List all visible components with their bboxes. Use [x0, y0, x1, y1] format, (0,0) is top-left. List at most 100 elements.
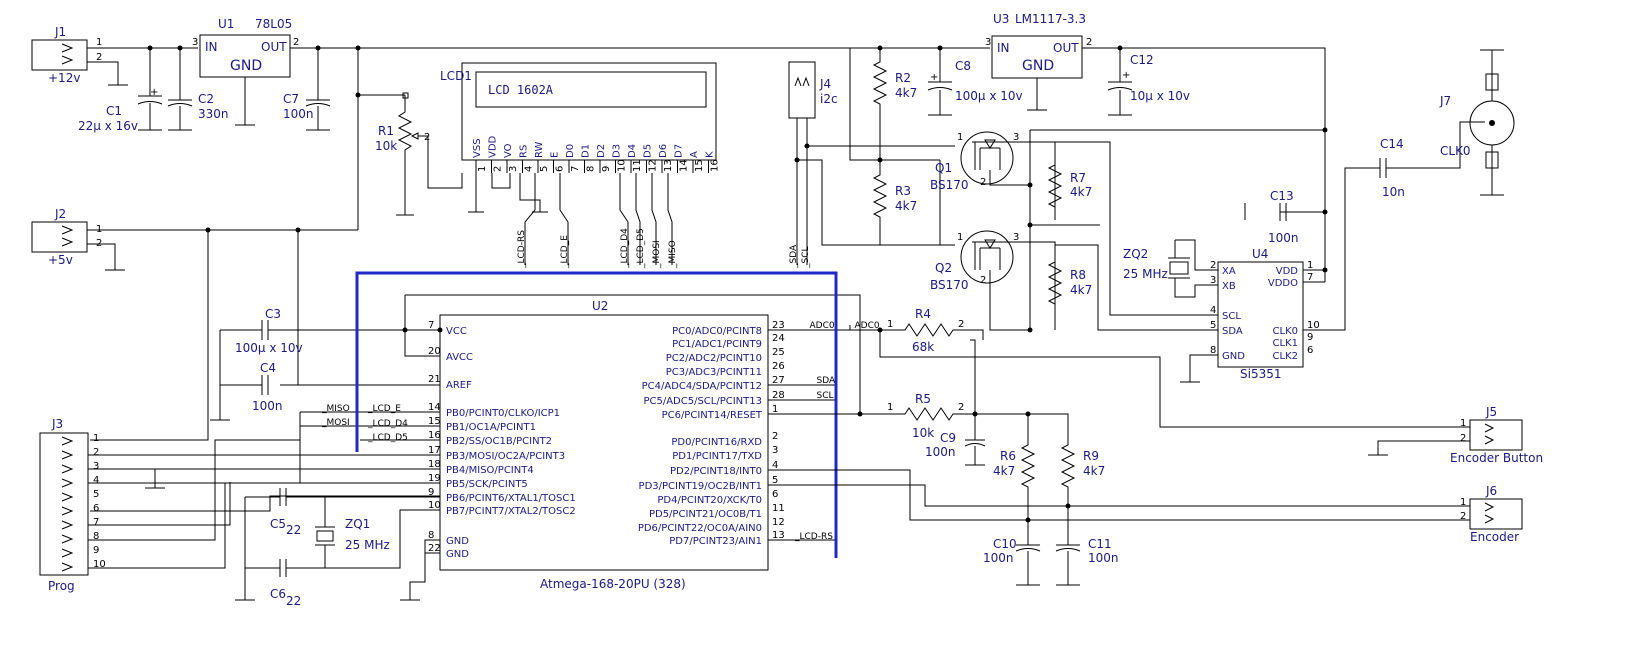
r7-value: 4k7	[1070, 185, 1092, 199]
lcd-pin-label: VDD	[488, 135, 499, 158]
u2-right-pin-label: PD0/PCINT16/RXD	[671, 437, 762, 448]
c3-capacitor: C3 100µ x 10v	[220, 307, 303, 355]
u2-atmega: U2 Atmega-168-20PU (328) VCC7AVCC20AREF2…	[428, 299, 785, 591]
r3-ref: R3	[895, 184, 911, 198]
r6-ref: R6	[1000, 449, 1016, 463]
lcd1-text: LCD 1602A	[488, 83, 554, 97]
lcd-pin-number: 1	[477, 166, 488, 172]
c8-value: 100µ x 10v	[955, 89, 1023, 103]
j4-connector: J4 i2c	[788, 61, 838, 119]
net-scl-w: _SCL	[811, 391, 834, 401]
u2-right-pin-label: PC4/ADC4/SDA/PCINT12	[642, 381, 762, 392]
lcd-pin-label: D5	[643, 144, 654, 158]
u2-left-pin-number: 8	[428, 530, 434, 541]
j3-pin-contact	[61, 562, 74, 572]
c8-ref: C8	[955, 59, 971, 73]
lcd1-ref: LCD1	[440, 69, 472, 83]
u2-left-pin-label: PB3/MOSI/OC2A/PCINT3	[446, 451, 565, 462]
j3-pin-contact	[61, 436, 74, 446]
net-miso-w: _MISO	[321, 404, 350, 414]
c3-value: 100µ x 10v	[235, 341, 303, 355]
u4-right-pin-number: 6	[1307, 345, 1313, 356]
u2-right-pin-number: 2	[772, 431, 778, 442]
u2-right-pin-label: PC1/ADC1/PCINT9	[672, 339, 762, 350]
u2-left-pin-label: GND	[446, 536, 469, 547]
c9-ref: C9	[940, 431, 956, 445]
j3-pin-number: 8	[93, 531, 99, 542]
lcd-pin-number: 11	[632, 159, 643, 172]
u1-in: IN	[205, 40, 218, 54]
c10-capacitor: C10 100n	[983, 520, 1041, 586]
j2-label: +5v	[48, 253, 73, 267]
c11-ref: C11	[1088, 537, 1112, 551]
lcd-pin-number: 7	[570, 166, 581, 172]
lcd-pin-number: 13	[663, 159, 674, 172]
u2-right-pin-label: PD6/PCINT22/OC0A/AIN0	[638, 523, 762, 534]
j3-pin-contact	[61, 464, 74, 474]
u3-value: LM1117-3.3	[1015, 12, 1086, 26]
j3-pin-number: 10	[93, 559, 106, 570]
c5-ref: C5	[270, 517, 286, 531]
u2-right-pin-number: 25	[772, 347, 785, 358]
u4-left-pin-number: 5	[1210, 320, 1216, 331]
u2-left-pin-label: PB4/MISO/PCINT4	[446, 465, 534, 476]
j4-label: i2c	[820, 92, 838, 106]
u2-left-pin-number: 9	[428, 487, 434, 498]
net-lcd-e: _LCD_E	[560, 235, 570, 269]
r2-ref: R2	[895, 71, 911, 85]
lcd1-display: LCD1 LCD 1602A VSS1VDD2VO3RS4RW5E6D07D18…	[440, 62, 721, 173]
c12-capacitor: + C12 10µ x 10v	[1107, 48, 1190, 116]
u1-value: 78L05	[255, 17, 292, 31]
u2-left-pin-label: AVCC	[446, 352, 473, 363]
u4-right-pin-number: 10	[1307, 320, 1320, 331]
j1-label: +12v	[48, 71, 80, 85]
svg-text:1: 1	[887, 319, 893, 330]
svg-text:2: 2	[1460, 433, 1466, 444]
j3-pin-contact	[61, 548, 74, 558]
u2-right-pin-number: 4	[772, 460, 778, 471]
u4-left-pin-label: XB	[1222, 281, 1236, 292]
u4-left-pin-label: GND	[1222, 351, 1245, 362]
lcd-pin-label: E	[550, 152, 561, 158]
u4-si5351: U4 Si5351 XA2XB3SCL4SDA5GND8VDD1VDDO7CLK…	[1210, 247, 1320, 381]
svg-text:2: 2	[1460, 511, 1466, 522]
u2-right-pin-number: 13	[772, 530, 785, 541]
c9-value: 100n	[925, 445, 956, 459]
svg-text:2: 2	[96, 52, 102, 63]
r1-value: 10k	[375, 139, 397, 153]
u4-left-pin-label: XA	[1222, 266, 1236, 277]
lcd-pin-label: D7	[674, 144, 685, 158]
lcd-pin-number: 14	[679, 159, 690, 172]
c6-value: 22	[286, 594, 301, 608]
lcd-pin-label: A	[689, 151, 700, 158]
zq2-ref: ZQ2	[1123, 247, 1148, 261]
c14-value: 10n	[1382, 185, 1405, 199]
u2-left-pin-label: PB2/SS/OC1B/PCINT2	[446, 436, 552, 447]
net-lcd-rs-w: _LCD-RS	[794, 532, 833, 542]
lcd-pin-number: 16	[710, 159, 721, 172]
c13-ref: C13	[1270, 189, 1294, 203]
j6-ref: J6	[1485, 484, 1497, 498]
c4-ref: C4	[260, 361, 276, 375]
r7-resistor: R7 4k7	[1047, 142, 1092, 215]
r4-value: 68k	[912, 340, 934, 354]
j3-ref: J3	[51, 417, 63, 431]
svg-text:2: 2	[958, 319, 964, 330]
svg-text:+: +	[1122, 70, 1130, 81]
u2-right-pin-label: PD5/PCINT21/OC0B/T1	[649, 509, 762, 520]
r3-value: 4k7	[895, 199, 917, 213]
j5-label: Encoder Button	[1450, 451, 1543, 465]
zq1-ref: ZQ1	[345, 517, 370, 531]
j3-pin-contact	[61, 520, 74, 530]
r8-resistor: R8 4k7	[1047, 242, 1092, 330]
c1-capacitor: + C1 22µ x 16v	[78, 48, 163, 133]
u2-left-pin-number: 7	[428, 320, 434, 331]
c12-value: 10µ x 10v	[1130, 89, 1190, 103]
c3-ref: C3	[265, 307, 281, 321]
lcd-pin-label: D3	[612, 144, 623, 158]
